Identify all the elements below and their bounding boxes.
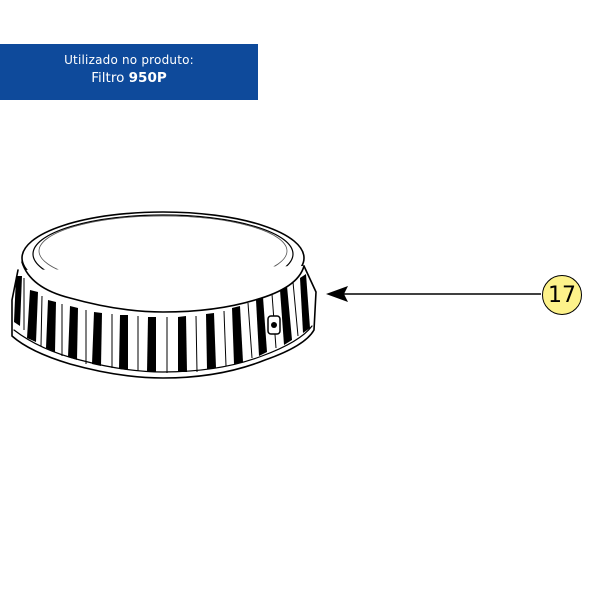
product-banner: Utilizado no produto: Filtro 950P bbox=[0, 44, 258, 100]
product-prefix: Filtro bbox=[91, 70, 125, 86]
callout-arrow bbox=[326, 286, 541, 302]
banner-caption: Utilizado no produto: bbox=[64, 53, 194, 67]
product-model: 950P bbox=[128, 70, 167, 86]
cap-ribs bbox=[14, 274, 310, 372]
banner-product: Filtro 950P bbox=[0, 68, 258, 88]
filter-cap-icon bbox=[11, 211, 317, 379]
part-number-callout: 17 bbox=[542, 275, 582, 315]
cap-vent-bolt bbox=[267, 315, 281, 335]
